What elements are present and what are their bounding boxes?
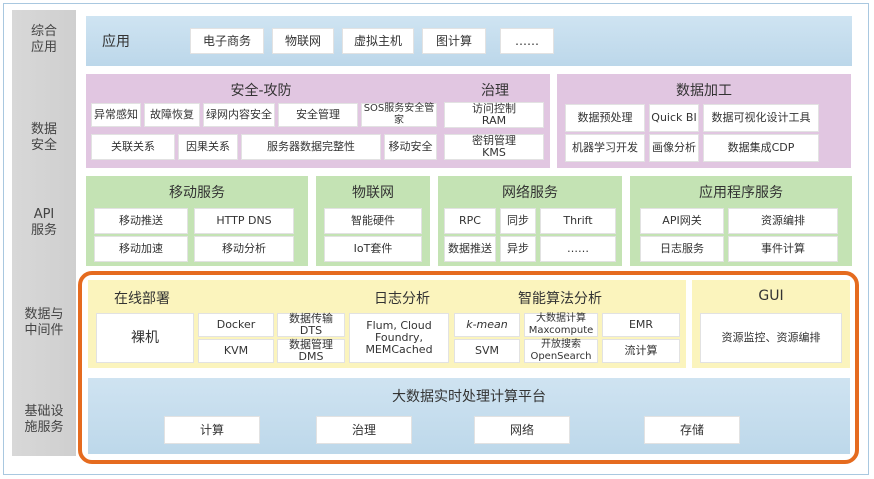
mobile-item: 移动分析 bbox=[194, 236, 294, 262]
iot-item: IoT套件 bbox=[324, 236, 422, 262]
processing-item: 数据预处理 bbox=[565, 104, 645, 132]
appservice-item: API网关 bbox=[640, 208, 724, 234]
network-item: 异步 bbox=[500, 236, 536, 262]
appservice-item: 资源编排 bbox=[728, 208, 838, 234]
network-item: RPC bbox=[444, 208, 496, 234]
app-service-group: 应用程序服务 API网关 资源编排 日志服务 事件计算 bbox=[630, 176, 852, 266]
processing-item: 数据可视化设计工具 bbox=[703, 104, 819, 132]
app-item: 电子商务 bbox=[190, 28, 264, 54]
log-analysis-title: 日志分析 bbox=[374, 291, 430, 307]
middleware-main-group: 在线部署 日志分析 智能算法分析 裸机 Docker KVM 数据传输DTS 数… bbox=[88, 280, 686, 368]
security-item: 关联关系 bbox=[91, 134, 175, 160]
deploy-item: KVM bbox=[198, 339, 274, 363]
mobile-service-group: 移动服务 移动推送 HTTP DNS 移动加速 移动分析 bbox=[86, 176, 308, 266]
mobile-service-title: 移动服务 bbox=[169, 185, 225, 201]
layer-label-security: 数据 安全 bbox=[30, 122, 57, 153]
layer-label-middleware: 数据与 中间件 bbox=[24, 307, 64, 338]
data-processing-title: 数据加工 bbox=[676, 83, 732, 99]
security-item: 服务器数据完整性 bbox=[241, 134, 381, 160]
deploy-item: 裸机 bbox=[96, 313, 194, 363]
algo-item: 开放搜索 OpenSearch bbox=[524, 339, 598, 363]
governance-item: 密钥管理 KMS bbox=[444, 134, 544, 160]
deploy-item: Docker bbox=[198, 313, 274, 337]
layer-label-infra: 基础设 施服务 bbox=[24, 404, 64, 435]
security-item: 绿网内容安全 bbox=[203, 103, 275, 127]
algo-item: 流计算 bbox=[602, 339, 680, 363]
network-item: Thrift bbox=[540, 208, 616, 234]
governance-item: 访问控制 RAM bbox=[444, 102, 544, 128]
algo-item: EMR bbox=[602, 313, 680, 337]
mobile-item: HTTP DNS bbox=[194, 208, 294, 234]
infra-item: 存储 bbox=[644, 416, 740, 444]
deploy-item: 数据传输DTS bbox=[277, 313, 345, 337]
app-service-title: 应用程序服务 bbox=[699, 185, 783, 201]
online-deploy-title: 在线部署 bbox=[114, 291, 170, 307]
iot-item: 智能硬件 bbox=[324, 208, 422, 234]
security-item: 异常感知 bbox=[91, 103, 141, 127]
security-item: 故障恢复 bbox=[144, 103, 200, 127]
algo-item: SVM bbox=[454, 339, 520, 363]
algo-item: k-mean bbox=[454, 313, 520, 337]
network-service-group: 网络服务 RPC 同步 Thrift 数据推送 异步 …… bbox=[438, 176, 622, 266]
layer-label-column: 综合 应用 数据 安全 API 服务 数据与 中间件 基础设 施服务 bbox=[12, 10, 76, 456]
apps-layer: 应用 电子商务 物联网 虚拟主机 图计算 …… bbox=[86, 16, 852, 66]
highlight-outline bbox=[78, 271, 859, 464]
layer-label-api: API 服务 bbox=[30, 207, 57, 238]
governance-title: 治理 bbox=[481, 83, 509, 99]
algo-item: 大数据计算 Maxcompute bbox=[524, 313, 598, 337]
infra-platform: 大数据实时处理计算平台 计算 治理 网络 存储 bbox=[88, 378, 850, 454]
deploy-item: 数据管理DMS bbox=[277, 339, 345, 363]
iot-service-group: 物联网 智能硬件 IoT套件 bbox=[316, 176, 430, 266]
log-item: Flum, Cloud Foundry, MEMCached bbox=[349, 313, 449, 363]
apps-label: 应用 bbox=[102, 34, 130, 50]
processing-item: 机器学习开发 bbox=[565, 134, 645, 162]
infra-item: 网络 bbox=[474, 416, 570, 444]
app-item: 物联网 bbox=[272, 28, 334, 54]
app-item: 虚拟主机 bbox=[342, 28, 414, 54]
appservice-item: 事件计算 bbox=[728, 236, 838, 262]
processing-item: Quick BI bbox=[649, 104, 699, 132]
security-item: 安全管理 bbox=[278, 103, 358, 127]
mobile-item: 移动加速 bbox=[94, 236, 188, 262]
mobile-item: 移动推送 bbox=[94, 208, 188, 234]
gui-group: GUI 资源监控、资源编排 bbox=[692, 280, 850, 368]
layer-label-apps: 综合 应用 bbox=[30, 24, 57, 55]
processing-item: 数据集成CDP bbox=[703, 134, 819, 162]
network-service-title: 网络服务 bbox=[502, 185, 558, 201]
network-item: 同步 bbox=[500, 208, 536, 234]
iot-service-title: 物联网 bbox=[352, 185, 394, 201]
infra-platform-title: 大数据实时处理计算平台 bbox=[392, 389, 546, 405]
algo-analysis-title: 智能算法分析 bbox=[518, 291, 602, 307]
network-item: 数据推送 bbox=[444, 236, 496, 262]
gui-item: 资源监控、资源编排 bbox=[700, 313, 842, 363]
security-item: 移动安全 bbox=[384, 134, 437, 160]
security-title: 安全-攻防 bbox=[230, 83, 292, 99]
network-item: …… bbox=[540, 236, 616, 262]
gui-title: GUI bbox=[758, 288, 784, 304]
appservice-item: 日志服务 bbox=[640, 236, 724, 262]
data-processing-group: 数据加工 数据预处理 Quick BI 数据可视化设计工具 机器学习开发 画像分… bbox=[557, 74, 851, 168]
infra-item: 计算 bbox=[164, 416, 260, 444]
security-group: 安全-攻防 异常感知 故障恢复 绿网内容安全 安全管理 SOS服务安全管家 关联… bbox=[86, 74, 550, 168]
security-item: 因果关系 bbox=[178, 134, 238, 160]
security-item: SOS服务安全管家 bbox=[361, 103, 437, 127]
infra-item: 治理 bbox=[316, 416, 412, 444]
app-item: …… bbox=[500, 28, 554, 54]
processing-item: 画像分析 bbox=[649, 134, 699, 162]
app-item: 图计算 bbox=[422, 28, 486, 54]
